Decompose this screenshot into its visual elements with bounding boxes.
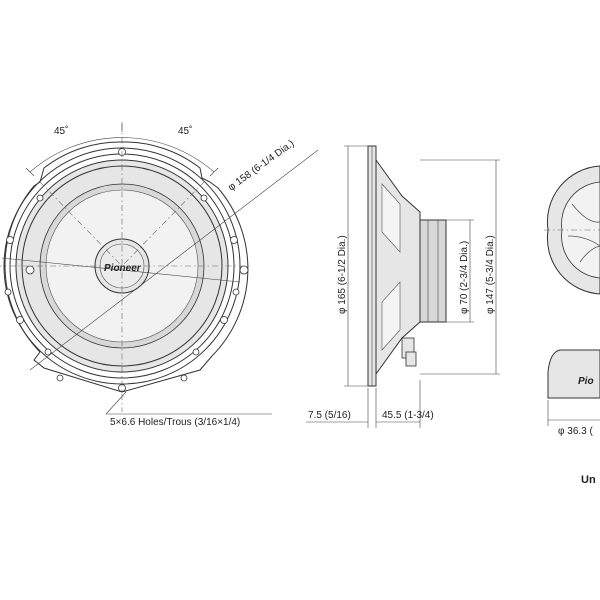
magnet-diameter-label: φ 70 (2-3/4 Dia.) — [459, 241, 470, 314]
tweeter-view: Pio φ 36.3 ( — [544, 165, 600, 437]
unit-label: Un — [581, 474, 596, 486]
basket-diameter-label: φ 147 (5-3/4 Dia.) — [485, 235, 496, 314]
tweeter-diameter-label: φ 36.3 ( — [558, 426, 594, 437]
side-view: φ 165 (6-1/2 Dia.) φ 70 (2-3/4 Dia.) φ 1… — [306, 145, 500, 428]
front-logo: Pioneer — [104, 263, 142, 274]
angle-right-label: 45˚ — [178, 125, 192, 137]
tweeter-logo: Pio — [578, 376, 594, 387]
mount-depth-label: 45.5 (1-3/4) — [382, 410, 434, 421]
front-view: 45˚ 45˚ φ 158 (6-1/4 Dia.) Pioneer 5×6.6… — [0, 122, 319, 428]
outer-diameter-label: φ 165 (6-1/2 Dia.) — [337, 235, 348, 314]
flange-depth-label: 7.5 (5/16) — [308, 410, 351, 421]
mount-diameter-label: φ 158 (6-1/4 Dia.) — [226, 138, 296, 193]
angle-left-label: 45˚ — [54, 125, 68, 137]
holes-label: 5×6.6 Holes/Trous (3/16×1/4) — [110, 417, 240, 428]
